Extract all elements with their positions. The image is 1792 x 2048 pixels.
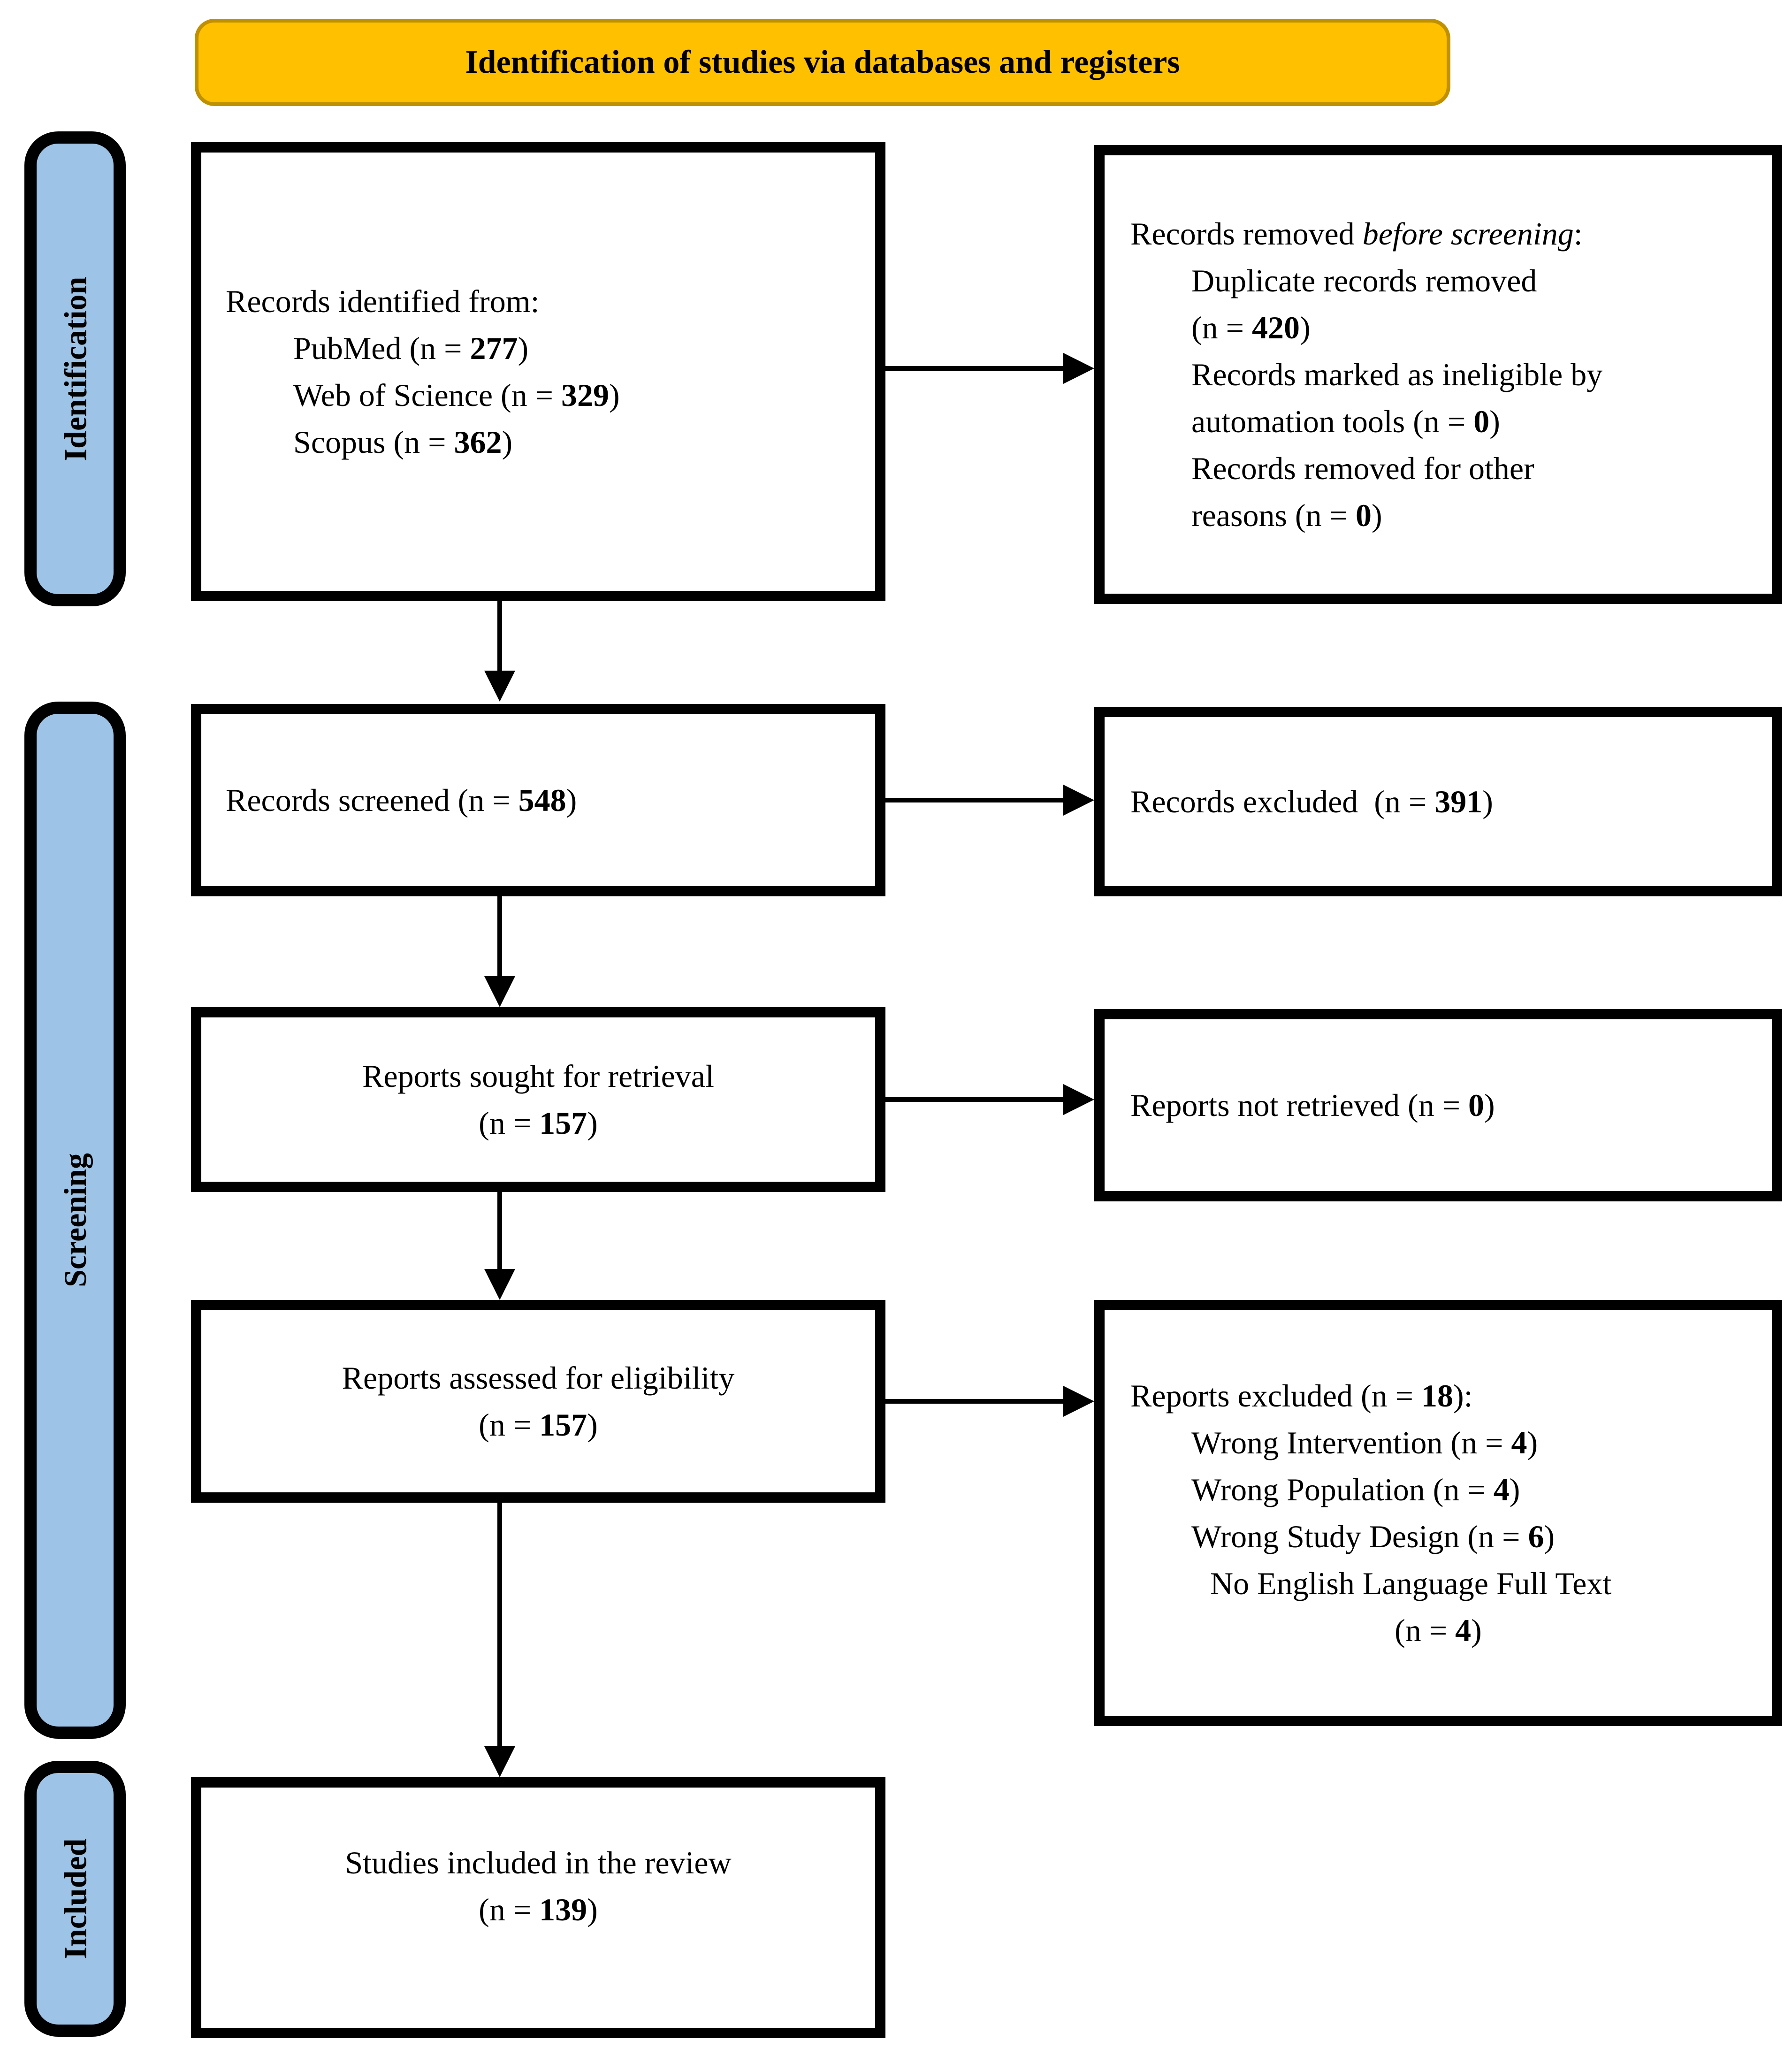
removed-automation-line2: automation tools (n = 0) [1191,404,1500,439]
removed-other-line2: reasons (n = 0) [1191,497,1382,533]
studies-included-line1: Studies included in the review [345,1845,732,1880]
arrow-screened-to-sought-head [484,976,515,1007]
records-removed-title: Records removed before screening: [1130,216,1583,252]
excluded-no-english-line1: No English Language Full Text [1210,1566,1612,1601]
reports-assessed-line2: (n = 157) [479,1407,598,1443]
arrow-assessed-to-included-line [497,1503,502,1749]
arrow-assessed-to-excluded-head [1063,1386,1094,1417]
arrow-identified-to-screened-head [484,671,515,702]
box-studies-included: Studies included in the review (n = 139) [191,1777,885,2038]
stage-label-identification: Identification [57,276,93,461]
arrow-identified-to-removed-line [885,366,1063,371]
banner-identification-via-databases: Identification of studies via databases … [195,19,1450,106]
stage-label-screening: Screening [57,1153,93,1287]
reports-sought-line1: Reports sought for retrieval [362,1058,714,1094]
source-pubmed: PubMed (n = 277) [293,330,529,366]
studies-included-line2: (n = 139) [479,1892,598,1927]
arrow-identified-to-removed-head [1063,353,1094,384]
arrow-screened-to-excluded-head [1063,785,1094,816]
stage-label-included: Included [57,1838,93,1959]
arrow-sought-to-notretrieved-head [1063,1084,1094,1115]
reports-not-retrieved-text: Reports not retrieved (n = 0) [1130,1087,1495,1123]
arrow-screened-to-sought-line [497,896,502,978]
excluded-wrong-intervention: Wrong Intervention (n = 4) [1191,1425,1538,1460]
box-reports-sought: Reports sought for retrieval (n = 157) [191,1007,885,1192]
stage-bar-screening: Screening [24,702,126,1739]
box-records-identified: Records identified from: PubMed (n = 277… [191,142,885,601]
arrow-assessed-to-included-head [484,1746,515,1777]
removed-duplicates-line2: (n = 420) [1191,310,1311,345]
arrow-sought-to-assessed-line [497,1192,502,1271]
reports-excluded-title: Reports excluded (n = 18): [1130,1378,1473,1414]
box-records-excluded: Records excluded (n = 391) [1094,707,1782,896]
arrow-screened-to-excluded-line [885,798,1063,802]
box-reports-assessed: Reports assessed for eligibility (n = 15… [191,1300,885,1503]
arrow-sought-to-assessed-head [484,1269,515,1300]
source-web-of-science: Web of Science (n = 329) [293,377,620,413]
records-screened-text: Records screened (n = 548) [226,782,577,818]
banner-title: Identification of studies via databases … [465,44,1180,80]
stage-bar-included: Included [24,1761,126,2037]
records-excluded-text: Records excluded (n = 391) [1130,784,1493,819]
excluded-no-english-line2: (n = 4) [1395,1612,1482,1648]
source-scopus: Scopus (n = 362) [293,424,513,460]
excluded-wrong-population: Wrong Population (n = 4) [1191,1472,1520,1507]
reports-sought-line2: (n = 157) [479,1105,598,1141]
removed-other-line1: Records removed for other [1191,451,1534,486]
box-reports-not-retrieved: Reports not retrieved (n = 0) [1094,1009,1782,1201]
arrow-sought-to-notretrieved-line [885,1097,1063,1102]
removed-automation-line1: Records marked as ineligible by [1191,357,1603,392]
arrow-identified-to-screened-line [497,601,502,673]
box-records-removed: Records removed before screening: Duplic… [1094,145,1782,604]
stage-bar-identification: Identification [24,131,126,606]
arrow-assessed-to-excluded-line [885,1399,1063,1404]
removed-duplicates-line1: Duplicate records removed [1191,263,1537,298]
reports-assessed-line1: Reports assessed for eligibility [342,1360,735,1396]
box-records-screened: Records screened (n = 548) [191,704,885,896]
records-identified-title: Records identified from: [226,283,540,319]
excluded-wrong-study-design: Wrong Study Design (n = 6) [1191,1519,1555,1554]
box-reports-excluded: Reports excluded (n = 18): Wrong Interve… [1094,1300,1782,1726]
